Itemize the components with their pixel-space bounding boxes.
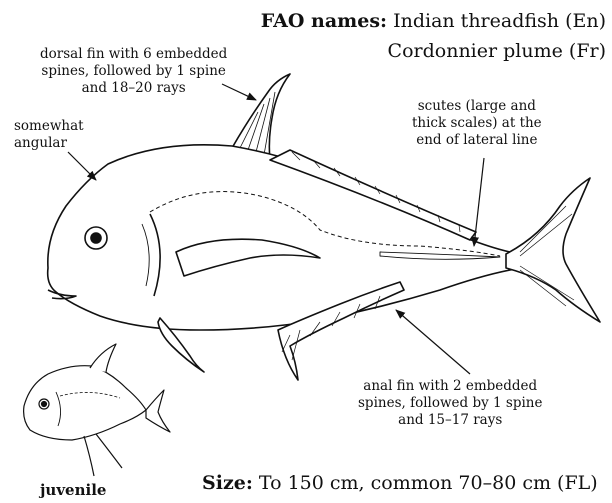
dorsal-note-line-1: dorsal fin with 6 embedded: [40, 46, 227, 63]
scutes-arrow: [474, 158, 484, 246]
size-line: Size: To 150 cm, common 70–80 cm (FL): [202, 472, 598, 494]
scutes-note-line-1: scutes (large and: [412, 98, 542, 115]
scutes-note-line-3: end of lateral line: [412, 132, 542, 149]
scutes-note: scutes (large and thick scales) at the e…: [412, 98, 542, 149]
size-label: Size:: [202, 472, 253, 494]
caudal-fin: [506, 178, 600, 322]
size-text: To 150 cm, common 70–80 cm (FL): [259, 472, 598, 494]
dorsal-fin-note: dorsal fin with 6 embedded spines, follo…: [40, 46, 227, 97]
head-note-line-2: angular: [14, 135, 84, 152]
scutes-note-line-2: thick scales) at the: [412, 115, 542, 132]
anal-note-line-1: anal fin with 2 embedded: [358, 378, 542, 395]
head-note-line-1: somewhat: [14, 118, 84, 135]
head-arrow: [68, 152, 96, 180]
anal-note-line-3: and 15–17 rays: [358, 412, 542, 429]
anal-arrow: [396, 310, 470, 374]
head-shape-note: somewhat angular: [14, 118, 84, 152]
dorsal-note-line-3: and 18–20 rays: [40, 80, 227, 97]
anal-note-line-2: spines, followed by 1 spine: [358, 395, 542, 412]
juvenile-fish-drawing: [24, 344, 170, 476]
dorsal-note-line-2: spines, followed by 1 spine: [40, 63, 227, 80]
anal-fin-note: anal fin with 2 embedded spines, followe…: [358, 378, 542, 429]
juvenile-label: juvenile: [40, 481, 106, 499]
